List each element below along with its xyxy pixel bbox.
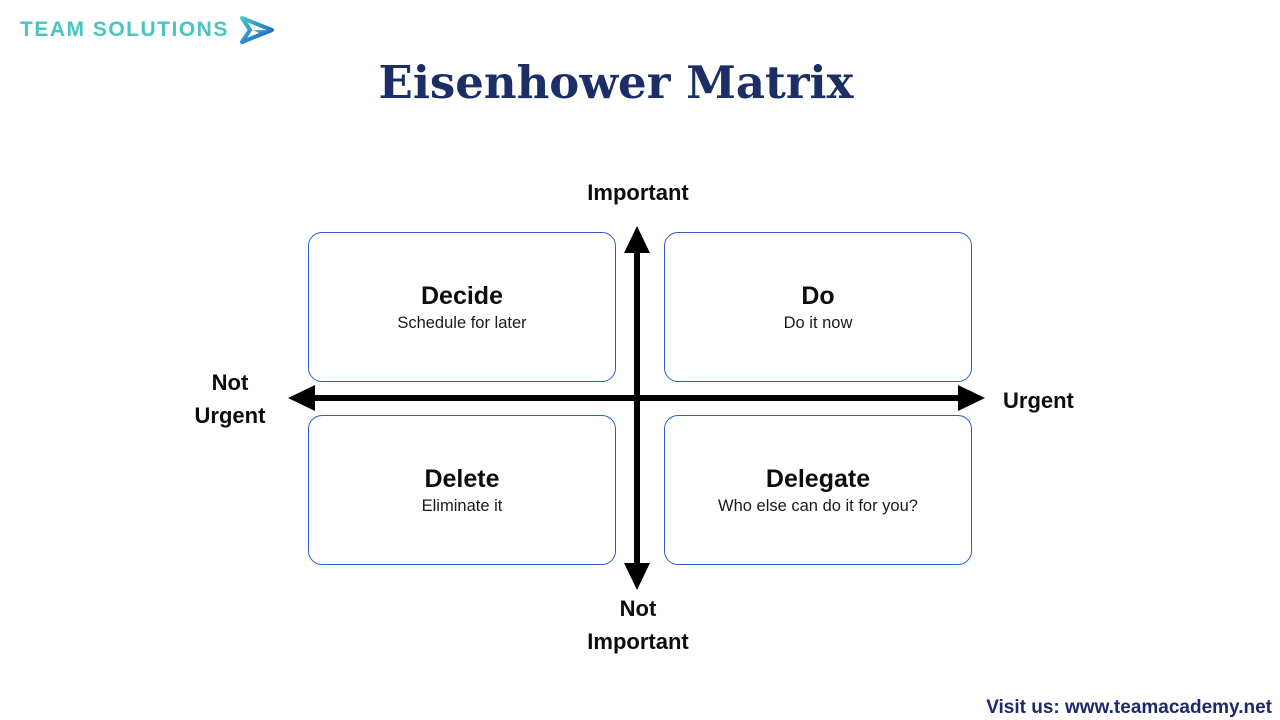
quadrant-do: Do Do it now: [664, 232, 972, 382]
quadrant-delegate: Delegate Who else can do it for you?: [664, 415, 972, 565]
quadrant-delete: Delete Eliminate it: [308, 415, 616, 565]
quadrant-decide: Decide Schedule for later: [308, 232, 616, 382]
axis-label-line: Not: [211, 370, 249, 395]
quadrant-title: Do: [801, 281, 835, 310]
quadrant-subtitle: Eliminate it: [421, 496, 503, 515]
chevron-arrow-icon: [239, 16, 274, 44]
axis-label-line: Important: [587, 629, 689, 654]
quadrant-title: Delete: [424, 464, 500, 493]
page-title: Eisenhower Matrix: [378, 56, 854, 109]
axis-label-not-urgent: Not Urgent: [155, 366, 305, 432]
quadrant-subtitle: Do it now: [783, 313, 853, 332]
axis-label-line: Urgent: [194, 403, 266, 428]
quadrant-subtitle: Who else can do it for you?: [718, 496, 918, 515]
quadrant-subtitle: Schedule for later: [397, 313, 527, 332]
logo-text: TEAM SOLUTIONS: [20, 18, 229, 41]
company-logo: TEAM SOLUTIONS: [20, 15, 277, 45]
footer-website-text: Visit us: www.teamacademy.net: [986, 697, 1272, 718]
axis-label-urgent: Urgent: [1003, 388, 1074, 413]
quadrant-title: Decide: [421, 281, 503, 310]
axis-label-not-important: Not Important: [538, 592, 738, 658]
axis-label-important: Important: [587, 180, 689, 205]
quadrant-title: Delegate: [765, 464, 871, 493]
axis-label-line: Not: [619, 596, 657, 621]
